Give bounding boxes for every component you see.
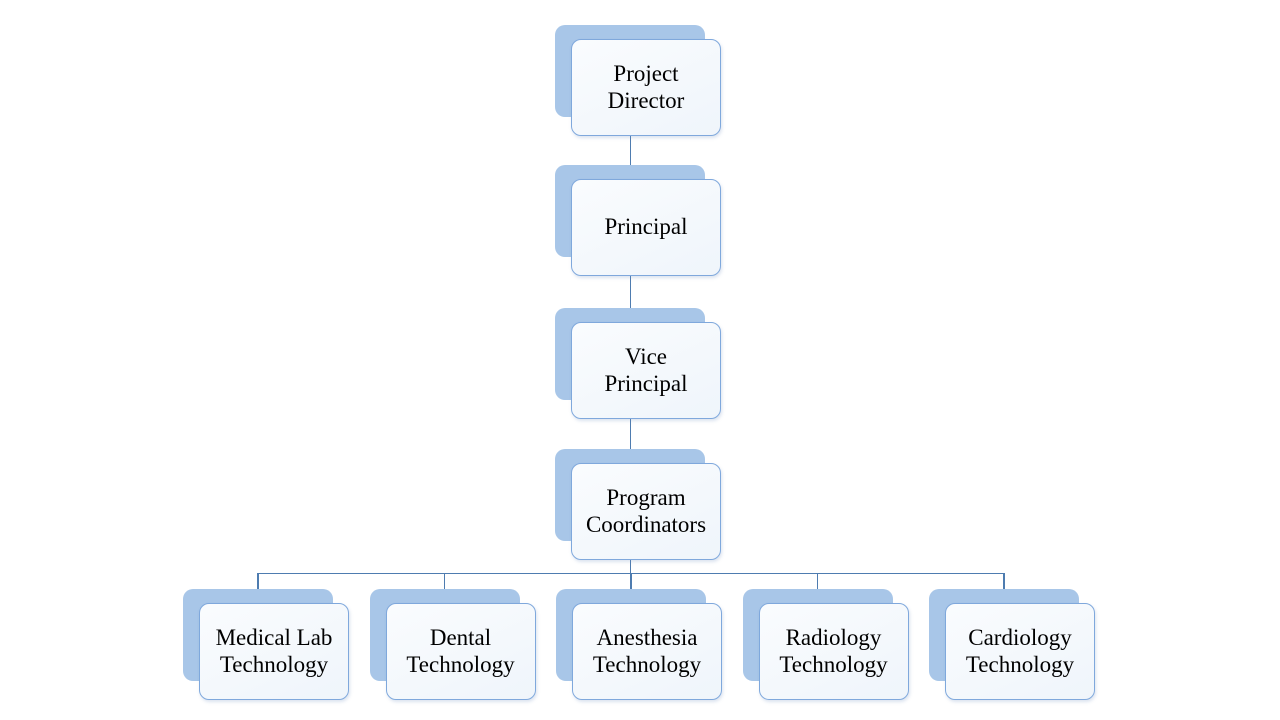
org-node-cardiology-technology: Cardiology Technology xyxy=(929,589,1095,700)
connector-drop-anesthesia xyxy=(630,573,632,591)
node-label: Project Director xyxy=(607,60,685,113)
node-label: Medical Lab Technology xyxy=(215,624,333,677)
org-node-project-director: Project Director xyxy=(555,25,721,136)
node-label: Principal xyxy=(604,214,688,240)
node-front-shape: Program Coordinators xyxy=(571,463,721,560)
node-label: Radiology Technology xyxy=(779,624,888,677)
node-front-shape: Medical Lab Technology xyxy=(199,603,349,700)
node-front-shape: Anesthesia Technology xyxy=(572,603,722,700)
connector-drop-dental xyxy=(443,573,446,591)
org-node-dental-technology: Dental Technology xyxy=(369,589,536,700)
node-front-shape: Vice Principal xyxy=(571,322,721,419)
node-label: Vice Principal xyxy=(604,343,688,396)
node-label: Anesthesia Technology xyxy=(592,624,702,677)
node-label: Program Coordinators xyxy=(585,484,707,537)
org-node-anesthesia-technology: Anesthesia Technology xyxy=(556,589,722,700)
org-node-program-coordinators: Program Coordinators xyxy=(555,449,721,560)
org-node-medical-lab-technology: Medical Lab Technology xyxy=(183,589,349,700)
org-node-vice-principal: Vice Principal xyxy=(555,308,721,419)
org-node-radiology-technology: Radiology Technology xyxy=(742,589,909,700)
node-front-shape: Radiology Technology xyxy=(758,603,909,700)
node-label: Dental Technology xyxy=(406,624,515,677)
node-front-shape: Dental Technology xyxy=(385,603,536,700)
node-front-shape: Principal xyxy=(571,179,721,276)
connector-drop-cardiology xyxy=(1003,573,1005,591)
node-front-shape: Project Director xyxy=(571,39,721,136)
node-front-shape: Cardiology Technology xyxy=(945,603,1095,700)
node-label: Cardiology Technology xyxy=(965,624,1075,677)
org-node-principal: Principal xyxy=(555,165,721,276)
connector-drop-medical-lab xyxy=(257,573,259,591)
connector-drop-radiology xyxy=(816,573,819,591)
